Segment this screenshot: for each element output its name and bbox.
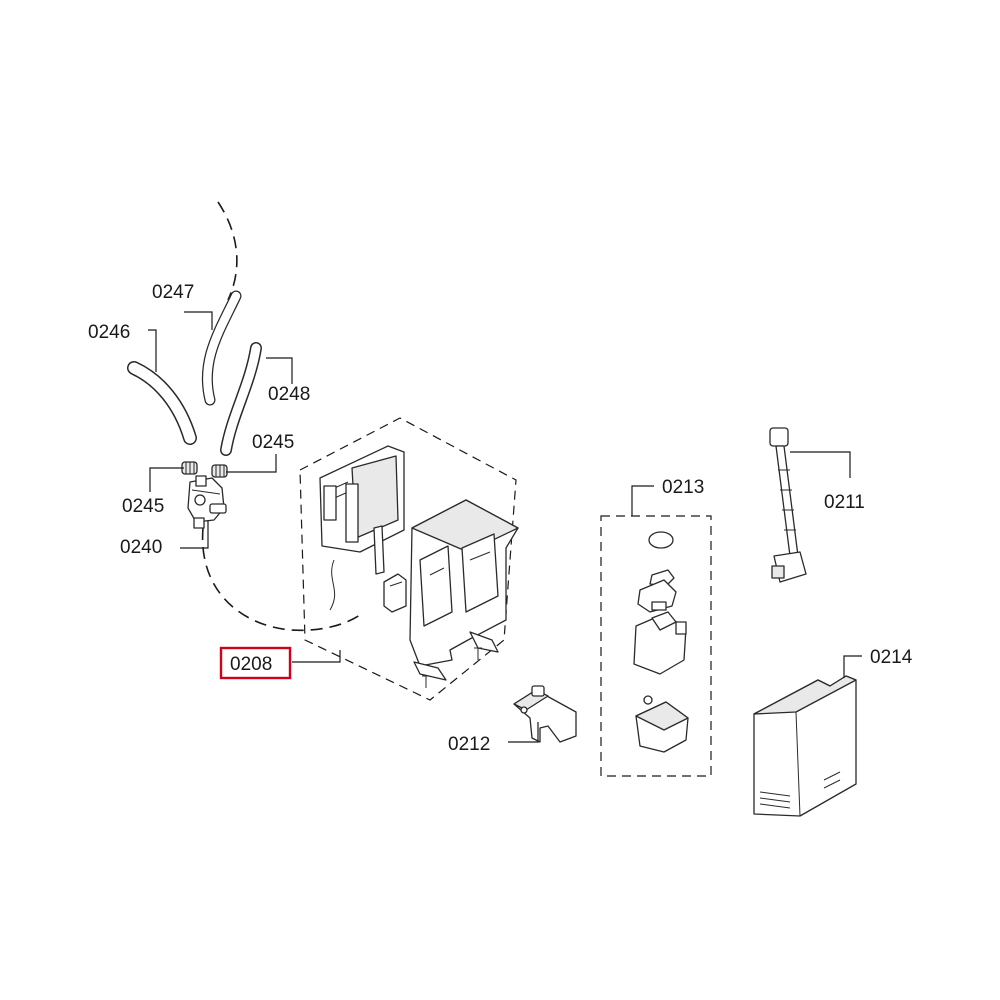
sensor-0211[interactable] xyxy=(769,427,807,583)
label-0248[interactable]: 0248 xyxy=(268,384,310,405)
leader-0246 xyxy=(148,329,157,372)
leader-0212 xyxy=(508,722,539,743)
leader-0208 xyxy=(292,650,341,663)
leader-0213 xyxy=(631,485,654,516)
hose-clamp-left[interactable] xyxy=(181,461,198,475)
label-0246[interactable]: 0246 xyxy=(88,322,130,343)
leader-0247 xyxy=(184,311,213,330)
assembly-0208-parts[interactable] xyxy=(319,445,519,688)
label-0211[interactable]: 0211 xyxy=(824,492,865,513)
assembly-0208-boundary xyxy=(299,417,517,701)
group-0213-parts[interactable] xyxy=(633,531,689,753)
hose-clamp-right[interactable] xyxy=(211,464,228,478)
leader-0211 xyxy=(790,451,851,478)
valve-0240[interactable] xyxy=(187,475,227,529)
hose-0247[interactable] xyxy=(201,290,242,406)
leader-0245-left xyxy=(149,467,184,492)
leader-0240 xyxy=(180,520,209,549)
cover-box-0214[interactable] xyxy=(753,675,857,817)
label-0208[interactable]: 0208 xyxy=(230,654,272,675)
label-0240[interactable]: 0240 xyxy=(120,537,162,558)
leader-0248 xyxy=(266,357,293,384)
hose-route-upper xyxy=(217,201,238,301)
hose-0246[interactable] xyxy=(127,361,197,445)
bracket-0212[interactable] xyxy=(513,685,577,743)
highlight-box-0208 xyxy=(219,646,292,680)
hose-route-lower xyxy=(201,527,361,632)
hose-0248[interactable] xyxy=(220,342,262,456)
leader-0245-right xyxy=(226,454,277,473)
label-0214[interactable]: 0214 xyxy=(870,647,913,668)
group-0213-boundary xyxy=(600,515,712,777)
label-0212[interactable]: 0212 xyxy=(448,734,490,755)
label-0247[interactable]: 0247 xyxy=(152,282,194,303)
leader-0214 xyxy=(843,655,862,678)
label-0245-lower[interactable]: 0245 xyxy=(122,496,164,517)
label-0245-upper[interactable]: 0245 xyxy=(252,432,294,453)
label-0213[interactable]: 0213 xyxy=(662,477,704,498)
